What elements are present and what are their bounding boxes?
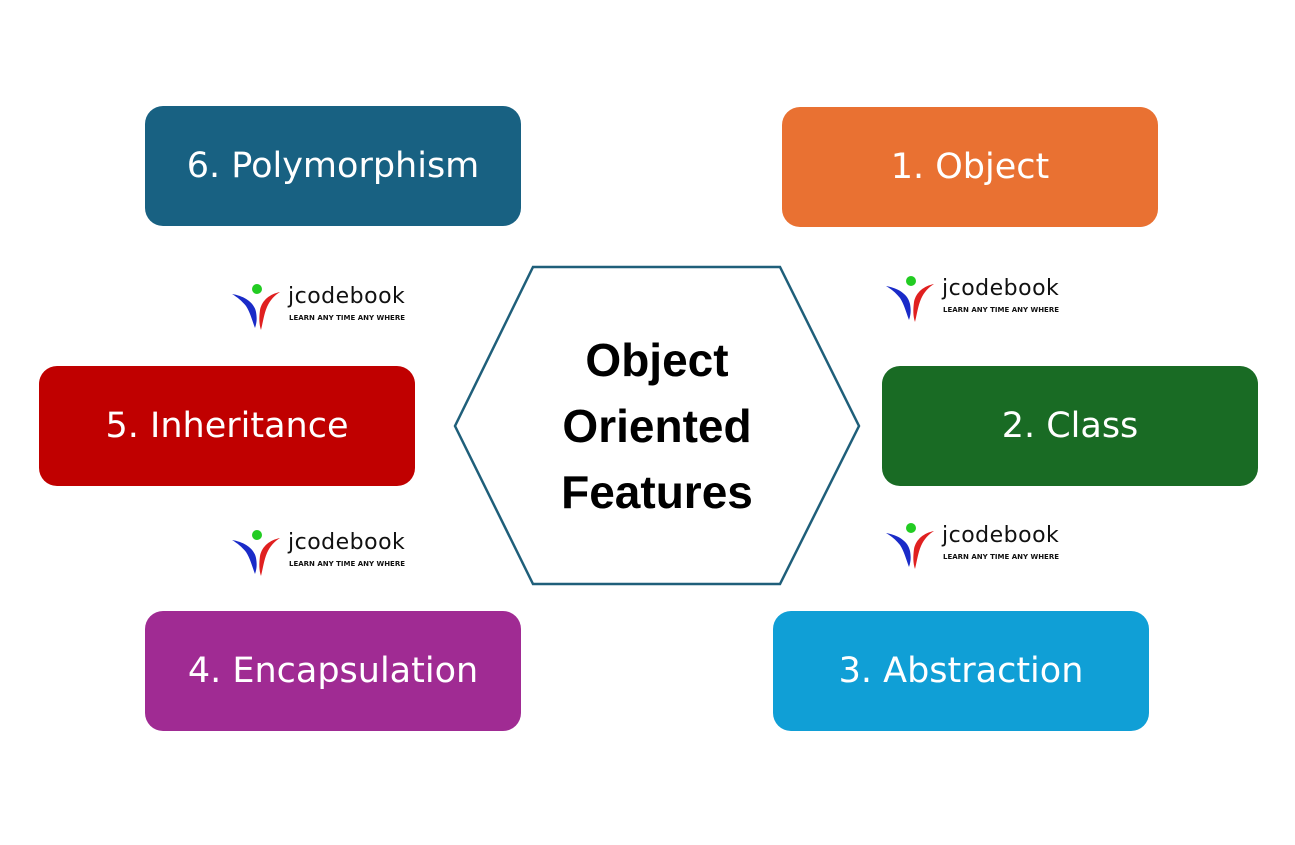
feature-box-encapsulation: 4. Encapsulation [145,611,521,731]
jcodebook-logo: jcodebook LEARN ANY TIME ANY WHERE [230,528,410,578]
feature-label-inheritance: 5. Inheritance [105,406,349,446]
logo-name: jcodebook [288,530,406,555]
feature-label-abstraction: 3. Abstraction [838,651,1084,691]
feature-box-object: 1. Object [782,107,1158,227]
jcodebook-logo: jcodebook LEARN ANY TIME ANY WHERE [884,521,1064,571]
jcodebook-logo: jcodebook LEARN ANY TIME ANY WHERE [884,274,1064,324]
person-figure-icon [886,523,934,569]
feature-box-abstraction: 3. Abstraction [773,611,1149,731]
center-hexagon [453,265,861,586]
feature-box-class: 2. Class [882,366,1258,486]
logo-tagline: LEARN ANY TIME ANY WHERE [289,560,406,568]
jcodebook-logo: jcodebook LEARN ANY TIME ANY WHERE [230,282,410,332]
person-figure-icon [232,284,280,330]
center-title: Object Oriented Features [452,265,862,587]
feature-label-encapsulation: 4. Encapsulation [187,651,479,691]
logo-name: jcodebook [942,523,1060,548]
feature-label-object: 1. Object [890,147,1050,187]
person-figure-icon [232,530,280,576]
feature-box-inheritance: 5. Inheritance [39,366,415,486]
logo-name: jcodebook [288,284,406,309]
feature-label-class: 2. Class [1001,406,1139,446]
logo-name: jcodebook [942,276,1060,301]
logo-tagline: LEARN ANY TIME ANY WHERE [289,314,406,322]
center-title-line-3: Features [561,466,753,518]
hexagon-outline [453,265,861,586]
center-title-line-2: Oriented [562,400,752,452]
center-title-line-1: Object [585,334,729,386]
logo-tagline: LEARN ANY TIME ANY WHERE [943,553,1060,561]
person-figure-icon [886,276,934,322]
feature-label-polymorphism: 6. Polymorphism [186,146,480,186]
feature-box-polymorphism: 6. Polymorphism [145,106,521,226]
logo-tagline: LEARN ANY TIME ANY WHERE [943,306,1060,314]
